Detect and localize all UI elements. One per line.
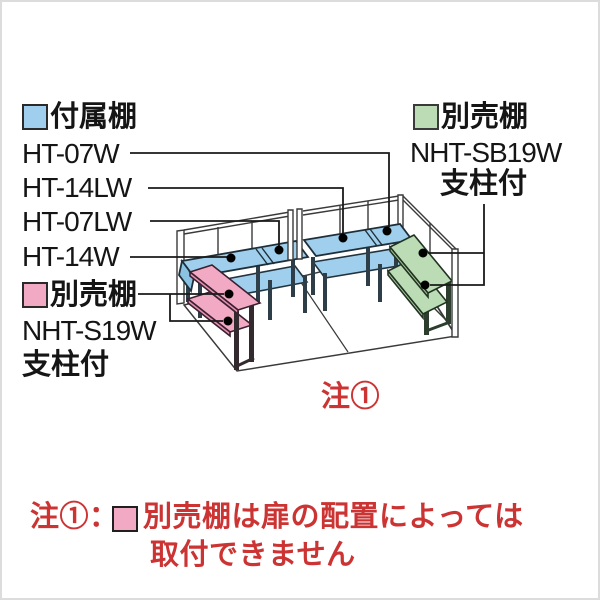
divider-posts (287, 208, 303, 261)
footnote-line2: 取付できません (150, 539, 356, 571)
optional-shelf-pink-label: 別売棚 (50, 279, 138, 311)
model-ht-14w: HT-14W (22, 241, 120, 272)
model-ht-14lw: HT-14LW (22, 172, 132, 203)
attached-shelf-label: 付属棚 (50, 101, 138, 133)
optional-shelf-green-unit (386, 233, 454, 335)
leader-dots (223, 226, 430, 326)
optional-shelf-green-swatch (413, 104, 439, 130)
corner-post (451, 248, 459, 338)
model-ht-07w: HT-07W (22, 138, 120, 169)
model-nht-sb19w: NHT-SB19W (410, 137, 562, 168)
optional-shelf-green-label: 別売棚 (441, 101, 529, 133)
leader-lines (130, 152, 485, 322)
footnote-pink-swatch (112, 506, 138, 532)
attached-shelf-swatch (22, 104, 48, 130)
optional-shelf-pink-swatch (22, 282, 48, 308)
green-support-note: 支柱付 (440, 168, 528, 200)
diagram-note-ref: 注① (321, 381, 381, 413)
model-nht-s19w: NHT-S19W (22, 315, 157, 346)
model-ht-07lw: HT-07LW (22, 206, 132, 237)
footnote-line1: 別売棚は扉の配置によっては (143, 501, 524, 533)
pink-support-note: 支柱付 (22, 349, 110, 381)
footnote-prefix: 注①： (30, 501, 119, 533)
optional-shelf-pink-unit (186, 264, 262, 370)
